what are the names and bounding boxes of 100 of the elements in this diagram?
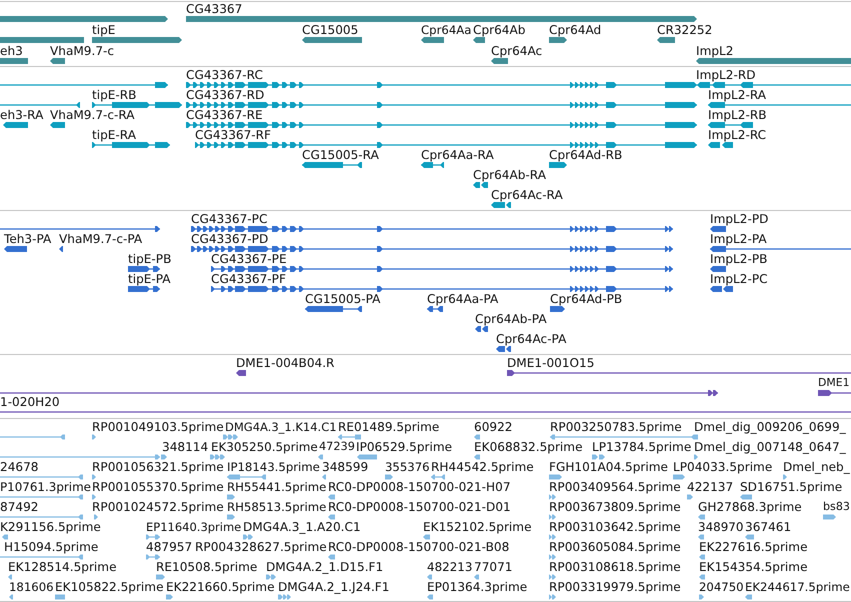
feature-label: Cpr64Ad xyxy=(549,23,602,37)
feature-label: CG15005 xyxy=(302,23,358,37)
feature-label: tipE xyxy=(92,23,116,37)
feature-label: CR32252 xyxy=(657,23,712,37)
feature-label: Cpr64Aa-RA xyxy=(421,148,494,162)
feature-label: Cpr64Aa xyxy=(421,23,472,37)
feature-label: ImpL2-PD xyxy=(710,212,768,226)
feature-label: 60922 xyxy=(474,420,512,434)
feature-label: RP003319979.5prime xyxy=(549,580,681,594)
feature-label: IP06529.5prime xyxy=(356,440,452,454)
feature-label: 348970 xyxy=(698,520,744,534)
feature-label: eh3-RA xyxy=(0,108,44,122)
feature-label: ImpL2-RA xyxy=(708,88,766,102)
feature-label: RP003103642.5prime xyxy=(549,520,681,534)
feature-label: 348599 xyxy=(322,460,368,474)
feature-label: RH55441.5prime xyxy=(227,480,326,494)
feature-label: RC0-DP0008-150700-021-D01 xyxy=(328,500,511,514)
feature-label: RP001055370.5prime xyxy=(92,480,224,494)
feature-label: EK305250.5prime xyxy=(211,440,318,454)
feature-label: CG43367-RE xyxy=(186,108,263,122)
feature-label: EP11640.3prime xyxy=(146,520,242,534)
feature-label: EK154354.5prime xyxy=(699,560,808,574)
feature-label: bs83 xyxy=(823,500,850,514)
feature-label: Cpr64Ab-RA xyxy=(473,168,546,182)
feature-label: Dmel_dig_007148_0647_ xyxy=(694,440,846,454)
feature-label: CG43367-PE xyxy=(211,252,287,266)
feature-label: Cpr64Ac-PA xyxy=(496,332,566,346)
feature-label: VhaM9.7-c-RA xyxy=(50,108,135,122)
feature-label: 422137 xyxy=(687,480,734,494)
feature-label: CG15005-PA xyxy=(305,292,380,306)
feature-label: K291156.5prime xyxy=(0,520,101,534)
feature-label: CG15005-RA xyxy=(302,148,379,162)
feature-label: DMG4A.2_1.J24.F1 xyxy=(278,580,390,594)
feature-label: EK244617.5prime xyxy=(745,580,850,594)
feature-label: DMG4A.3_1.K14.C1 xyxy=(225,420,337,434)
feature-label: SD16751.5prime xyxy=(740,480,842,494)
feature-label: RP001024572.5prime xyxy=(92,500,224,514)
feature-label: LP04033.5prime xyxy=(673,460,772,474)
feature-label: CG43367-RD xyxy=(186,88,264,102)
feature-label: Cpr64Ac-RA xyxy=(491,188,563,202)
feature-label: RP001056321.5prime xyxy=(92,460,224,474)
feature-label: VhaM9.7-c xyxy=(50,44,114,58)
feature-label: RP003673809.5prime xyxy=(549,500,681,514)
feature-label: H15094.5prime xyxy=(4,540,98,554)
feature-label: CG43367 xyxy=(186,2,242,16)
feature-label: Dmel_neb_ xyxy=(783,460,850,474)
feature-label: DME1 xyxy=(818,376,850,390)
feature-label: P10761.3prime xyxy=(0,480,91,494)
feature-label: ImpL2-RB xyxy=(708,108,767,122)
feature-label: ImpL2-PC xyxy=(710,272,768,286)
feature-label: Cpr64Ad-PB xyxy=(550,292,622,306)
feature-label: RP003605084.5prime xyxy=(549,540,681,554)
feature-label: DMG4A.3_1.A20.C1 xyxy=(243,520,361,534)
feature-label: RH58513.5prime xyxy=(227,500,326,514)
feature-label: CG43367-PF xyxy=(211,272,286,286)
feature-label: 204750 xyxy=(699,580,744,594)
feature-label: DME1-001O15 xyxy=(507,356,594,370)
feature-label: tipE-RB xyxy=(92,88,136,102)
feature-label: 355376 xyxy=(385,460,430,474)
feature-label: RC0-DP0008-150700-021-B08 xyxy=(328,540,510,554)
feature-label: IP18143.5prime xyxy=(227,460,320,474)
feature-label: EK068832.5prime xyxy=(474,440,583,454)
feature-label: 24678 xyxy=(0,460,38,474)
feature-label: eh3 xyxy=(0,44,23,58)
feature-label: 487957 xyxy=(146,540,192,554)
feature-label: RE10508.5prime xyxy=(156,560,258,574)
feature-label: EK227616.5prime xyxy=(699,540,808,554)
feature-label: 348114 xyxy=(162,440,208,454)
feature-label: CG43367-RF xyxy=(195,128,272,142)
feature-label: tipE-RA xyxy=(92,128,136,142)
feature-label: 482213 xyxy=(427,560,472,574)
feature-label: CG43367-RC xyxy=(186,68,263,82)
feature-label: tipE-PA xyxy=(128,272,171,286)
feature-label: FGH101A04.5prime xyxy=(549,460,668,474)
feature-label: Cpr64Ad-RB xyxy=(549,148,622,162)
feature-label: RP003409564.5prime xyxy=(549,480,681,494)
feature-label: RH44542.5prime xyxy=(431,460,534,474)
feature-label: CG43367-PC xyxy=(191,212,268,226)
feature-label: 1-020H20 xyxy=(0,395,60,409)
feature-label: DME1-004B04.R xyxy=(236,356,334,370)
feature-label: EK128514.5prime xyxy=(8,560,117,574)
feature-label: LP13784.5prime xyxy=(592,440,692,454)
feature-label: Cpr64Ab-PA xyxy=(475,312,547,326)
feature-label: DMG4A.2_1.D15.F1 xyxy=(266,560,384,574)
feature-label: ImpL2 xyxy=(696,44,734,58)
feature-label: EK105822.5prime xyxy=(55,580,164,594)
feature-label: 77071 xyxy=(474,560,512,574)
feature-label: Cpr64Ab xyxy=(473,23,526,37)
feature-label: Cpr64Ac xyxy=(491,44,542,58)
feature-label: 181606 xyxy=(9,580,54,594)
feature-label: tipE-PB xyxy=(128,252,172,266)
feature-label: RC0-DP0008-150700-021-H07 xyxy=(328,480,511,494)
feature-label: 367461 xyxy=(745,520,792,534)
feature-label: 87492 xyxy=(0,500,38,514)
feature-label: 47239 xyxy=(319,440,355,454)
feature-label: Dmel_dig_009206_0699_ xyxy=(694,420,846,434)
feature-label: VhaM9.7-c-PA xyxy=(59,232,142,246)
feature-label: RP001049103.5prime xyxy=(92,420,224,434)
feature-label: ImpL2-RD xyxy=(696,68,756,82)
feature-label: EK221660.5prime xyxy=(166,580,275,594)
